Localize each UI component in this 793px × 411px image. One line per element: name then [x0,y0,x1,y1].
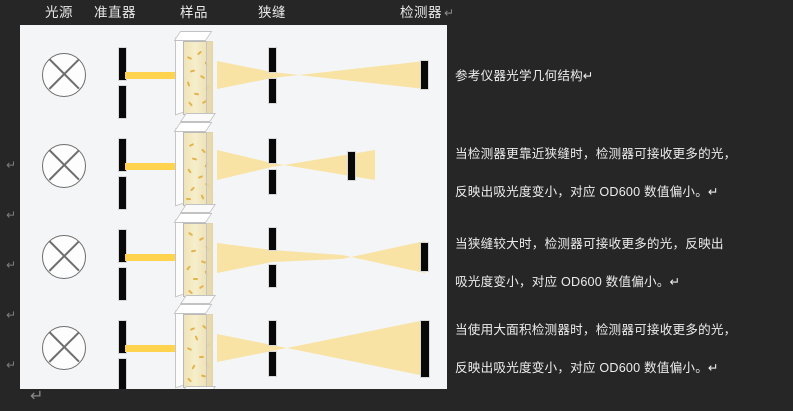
slit-bar-bottom [268,169,277,195]
label-detector: 检测器↵ [400,4,455,22]
diagram-row-wide-slit [20,211,447,304]
diagram-row-large-detector [20,302,447,389]
light-source-lamp-icon [42,326,86,370]
note-reference-geometry: 参考仪器光学几何结构↵ [455,62,787,100]
cuvette-top-cap [173,213,213,223]
detector-bar [420,60,429,90]
detector-bar [420,242,429,272]
note-line: 当检测器更靠近狭缝时，检测器可接收更多的光， [455,147,737,161]
label-slit: 狭缝 [258,5,286,20]
return-mark-icon: ↵ [6,358,17,372]
note-large-detector: 当使用大面积检测器时，检测器可接收更多的光， 反映出吸光度变小，对应 OD600… [455,316,787,392]
slit-bar-top [268,227,277,251]
cuvette-top-cap [173,122,213,132]
collimator-bar-bottom [118,267,127,301]
incident-beam [125,254,183,261]
label-collimator: 准直器 [94,5,136,20]
incident-beam [125,163,183,170]
incident-beam [125,345,183,352]
label-light-source: 光源 [45,5,73,20]
cuvette-top-cap [173,304,213,314]
collimator-bar-top [118,320,127,354]
note-line: 反映出吸光度变小，对应 OD600 数值偏小。↵ [455,361,719,375]
collimator-bar-top [118,229,127,263]
return-mark-icon: ↵ [444,6,455,20]
cuvette-top-cap [173,31,213,41]
light-source-lamp-icon [42,53,86,97]
cuvette-front-edge [206,132,213,206]
collimator-bar-bottom [118,85,127,119]
cuvette-bottom [179,386,217,389]
note-detector-near-slit: 当检测器更靠近狭缝时，检测器可接收更多的光， 反映出吸光度变小，对应 OD600… [455,140,787,216]
sample-cuvette [173,213,221,304]
left-margin-return-marks: ↵ ↵ ↵ ↵ ↵ [6,140,26,390]
detector-bar [347,151,356,181]
collimator-bar-top [118,138,127,172]
note-line: 参考仪器光学几何结构↵ [455,69,594,83]
collimator-bar-bottom [118,176,127,210]
sample-cuvette [173,31,221,122]
return-mark-icon: ↵ [6,158,17,172]
slit-bar-top [268,320,277,346]
return-mark-icon: ↵ [6,258,17,272]
note-line: 当使用大面积检测器时，检测器可接收更多的光， [455,323,737,337]
light-source-lamp-icon [42,144,86,188]
diagram-row-detector-near [20,120,447,213]
cuvette-front-edge [206,314,213,388]
cell-suspension-specks [184,225,212,295]
note-line: 吸光度变小，对应 OD600 数值偏小。↵ [455,275,681,289]
label-sample: 样品 [180,5,208,20]
incident-beam [125,72,183,79]
label-detector-text: 检测器 [400,5,442,20]
return-mark-icon: ↵ [6,308,17,322]
optical-diagram [20,25,447,389]
slit-bar-top [268,138,277,164]
light-source-lamp-icon [42,235,86,279]
component-label-row: 光源 准直器 样品 狭缝 检测器↵ [0,0,793,26]
return-mark-icon: ↵ [6,208,17,222]
collimator-bar-bottom [118,358,127,389]
transmitted-beam [217,241,425,273]
diagram-row-baseline [20,29,447,122]
note-wide-slit: 当狭缝较大时，检测器可接收更多的光，反映出 吸光度变小，对应 OD600 数值偏… [455,230,787,306]
collimator-bar-top [118,47,127,81]
detector-bar-large [420,320,430,378]
sample-cuvette [173,304,221,389]
bottom-return-mark-icon: ↵ [30,388,44,405]
transmitted-beam [217,61,425,89]
slit-bar-top [268,47,277,73]
note-line: 反映出吸光度变小，对应 OD600 数值偏小。↵ [455,185,719,199]
note-line: 当狭缝较大时，检测器可接收更多的光，反映出 [455,237,724,251]
slit-bar-bottom [268,78,277,104]
slit-bar-bottom [268,351,277,377]
annotation-column: 参考仪器光学几何结构↵ 当检测器更靠近狭缝时，检测器可接收更多的光， 反映出吸光… [455,0,793,411]
cuvette-front-edge [206,41,213,115]
cuvette-front-edge [206,223,213,297]
transmitted-beam [217,320,425,376]
sample-cuvette [173,122,221,213]
slit-bar-bottom [268,264,277,288]
